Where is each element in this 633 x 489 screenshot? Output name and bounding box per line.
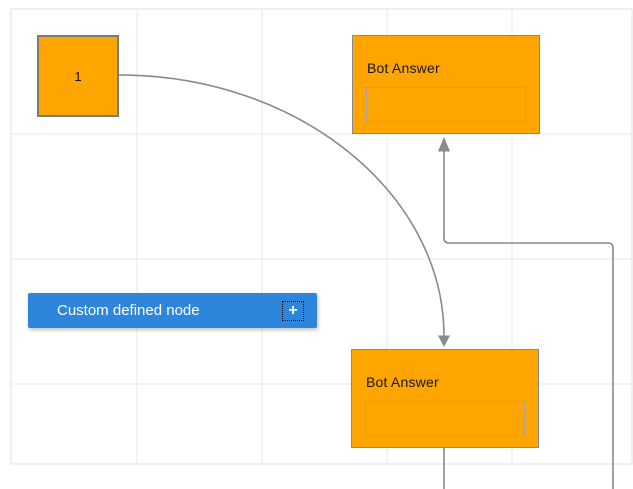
node-title: Bot Answer xyxy=(366,374,439,390)
arrowhead-down-icon xyxy=(438,335,450,347)
node-custom-label: Custom defined node xyxy=(57,302,200,319)
node-title: Bot Answer xyxy=(367,60,440,76)
node-start[interactable]: 1 xyxy=(37,35,119,117)
node-bot-answer-bottom[interactable]: Bot Answer xyxy=(351,349,539,448)
node-start-label: 1 xyxy=(74,68,82,84)
add-port-button[interactable]: + xyxy=(282,301,304,321)
node-bot-answer-top[interactable]: Bot Answer xyxy=(352,35,540,134)
node-custom-defined[interactable]: Custom defined node + xyxy=(28,293,317,328)
page-border xyxy=(10,8,633,465)
arrowhead-up-icon xyxy=(438,137,450,152)
node-answer-input[interactable] xyxy=(365,401,525,436)
plus-icon: + xyxy=(288,302,298,319)
node-answer-input[interactable] xyxy=(366,87,526,122)
connector-start-to-bottom[interactable] xyxy=(118,74,450,347)
connector-elbow-to-top[interactable] xyxy=(438,137,614,489)
